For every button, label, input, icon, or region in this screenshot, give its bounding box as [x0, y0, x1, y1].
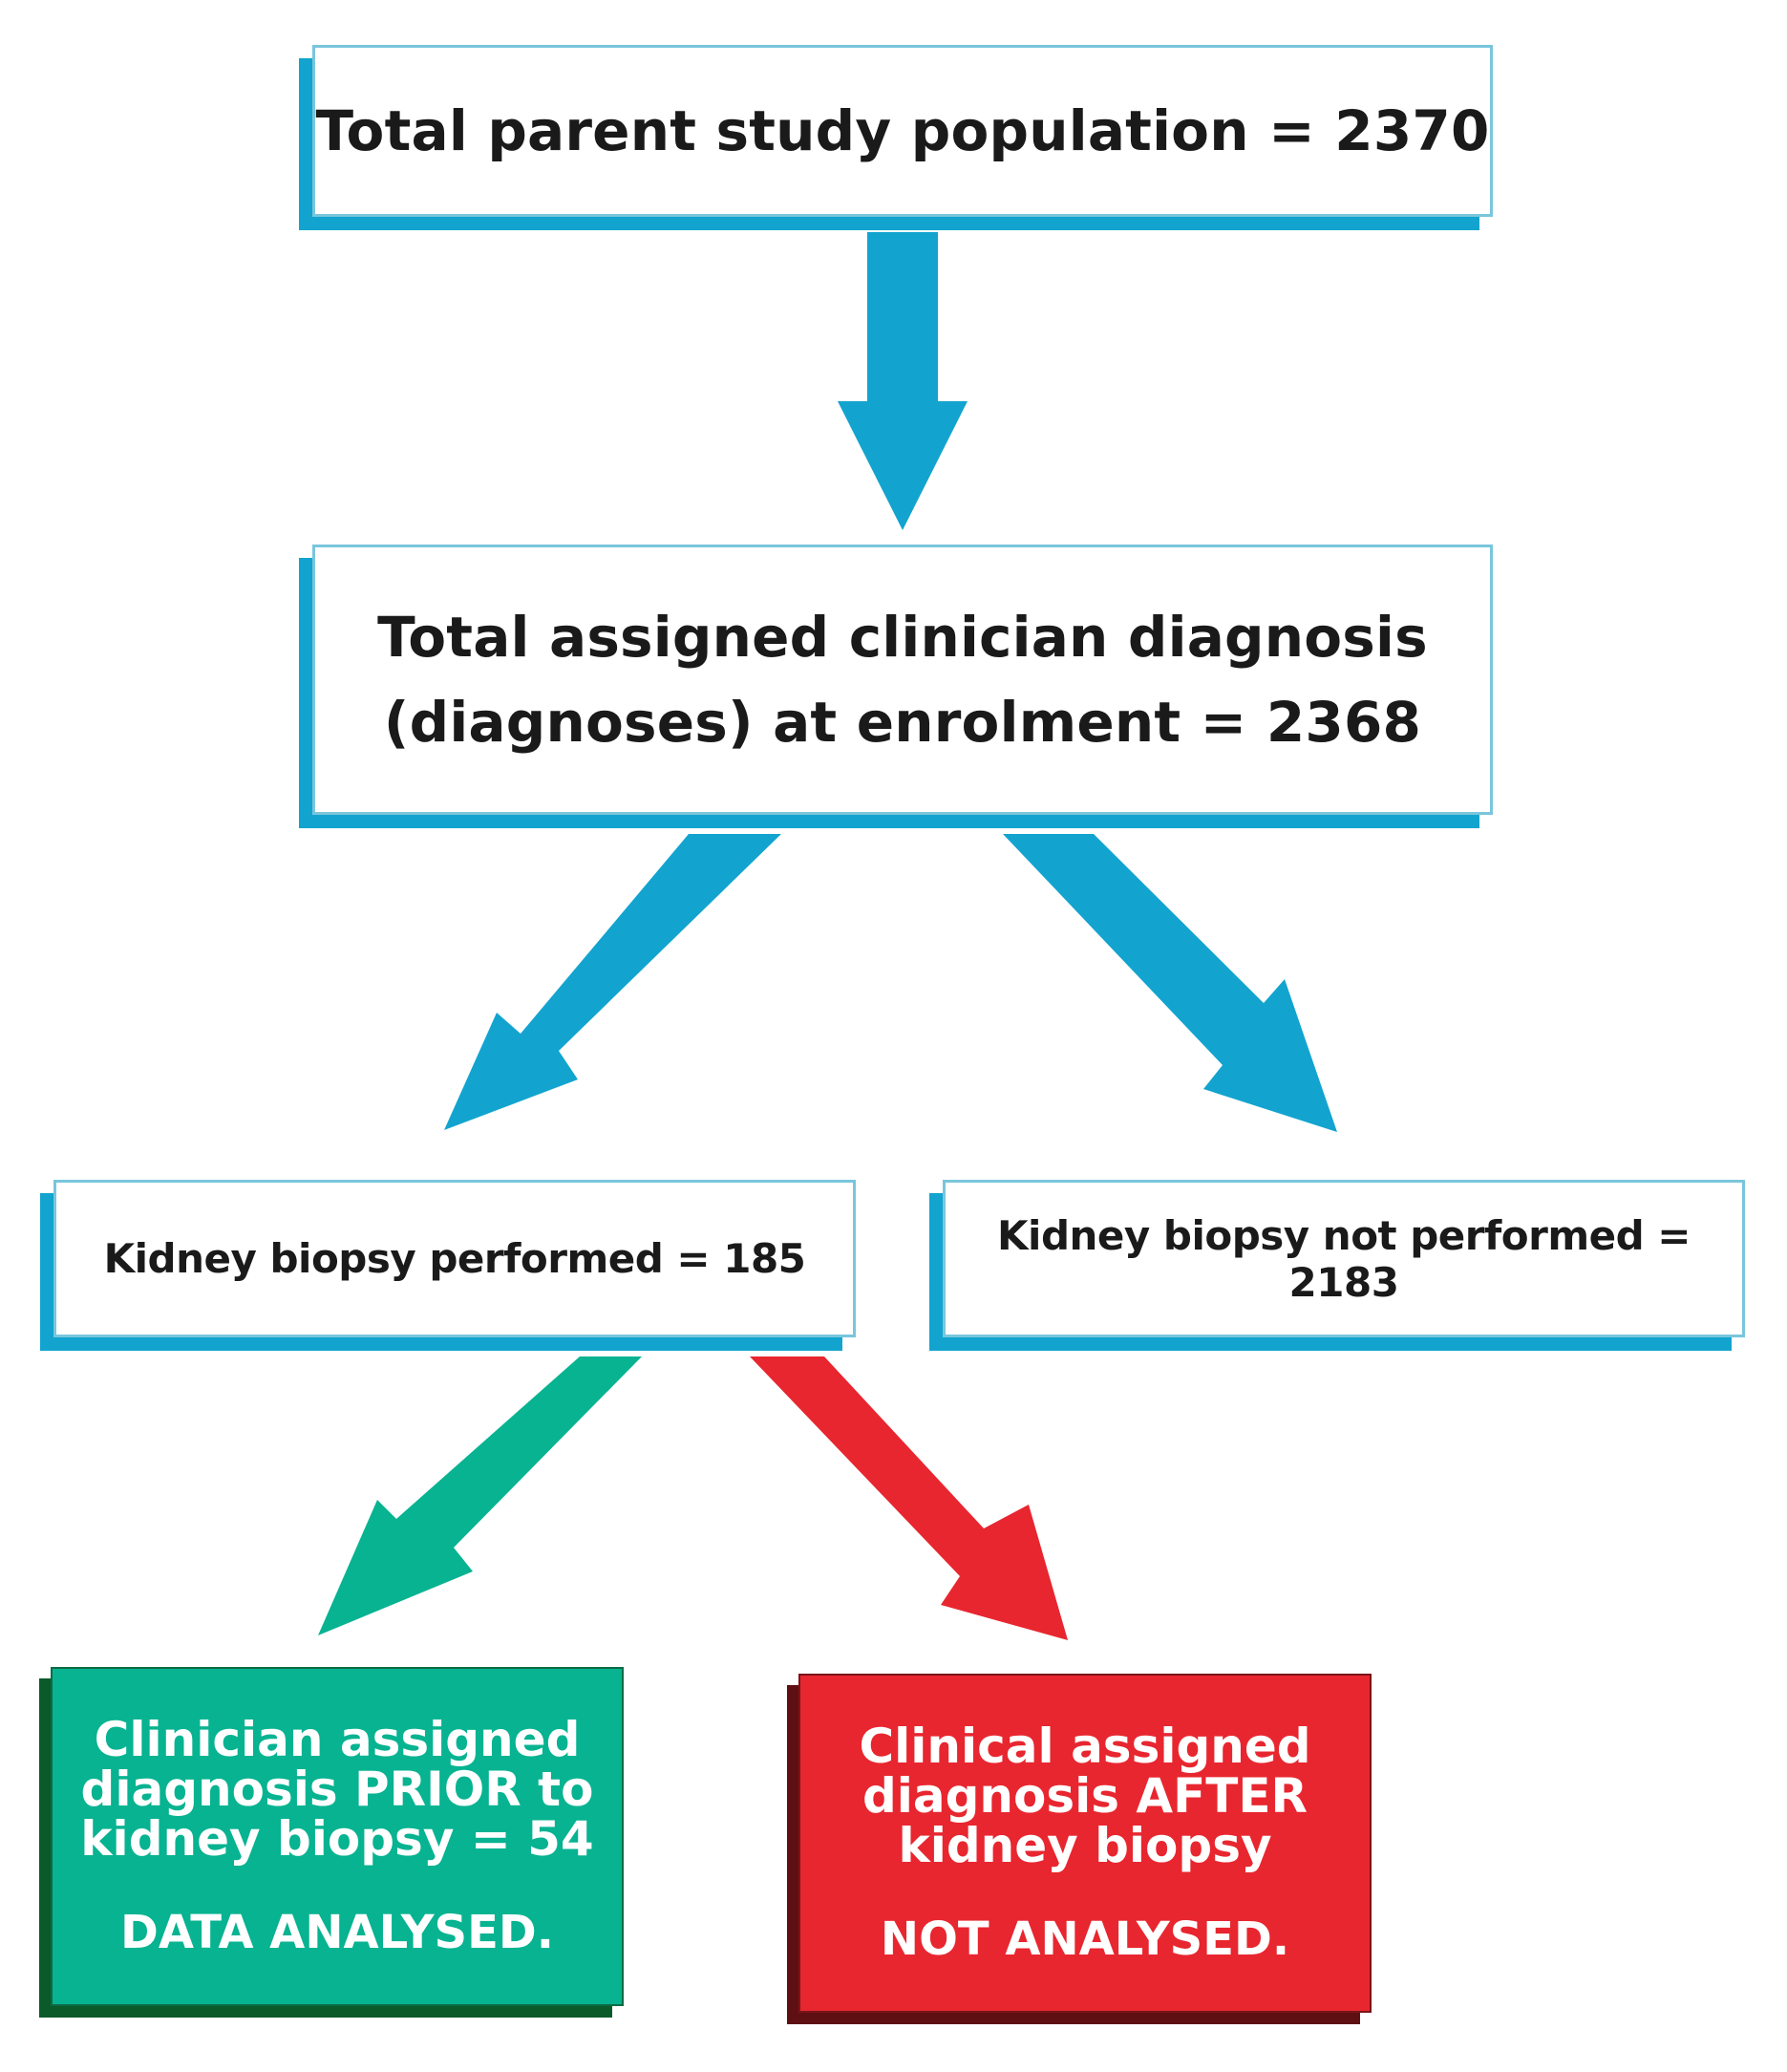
arrow-population-to-diagnosis — [838, 232, 968, 530]
node-assigned-diagnosis-line1: Total assigned clinician diagnosis — [377, 605, 1428, 671]
node-biopsy-performed-text: Kidney biopsy performed = 185 — [103, 1235, 806, 1282]
node-after-line3: kidney biopsy — [898, 1817, 1272, 1873]
node-total-population-text: Total parent study population = 2370 — [315, 97, 1490, 163]
node-after-note: NOT ANALYSED. — [880, 1912, 1290, 1966]
node-biopsy-not-performed-text: Kidney biopsy not performed = 2183 — [997, 1211, 1691, 1306]
node-after-biopsy: Clinical assigned diagnosis AFTER kidney… — [798, 1674, 1372, 2013]
node-after-line2: diagnosis AFTER — [862, 1767, 1308, 1824]
arrow-biopsy-to-after — [750, 1356, 1068, 1640]
arrow-biopsy-to-prior — [318, 1356, 642, 1635]
node-assigned-diagnosis-line2: (diagnoses) at enrolment = 2368 — [383, 689, 1422, 755]
node-prior-note: DATA ANALYSED. — [120, 1905, 554, 1959]
node-prior-line3: kidney biopsy = 54 — [80, 1810, 594, 1867]
node-after-line1: Clinical assigned — [859, 1718, 1311, 1774]
node-prior-line1: Clinician assigned — [94, 1711, 581, 1767]
node-total-population: Total parent study population = 2370 — [312, 45, 1493, 217]
node-biopsy-performed: Kidney biopsy performed = 185 — [53, 1180, 856, 1337]
node-assigned-diagnosis: Total assigned clinician diagnosis (diag… — [312, 545, 1493, 815]
arrow-diagnosis-to-biopsy-not-performed — [1003, 834, 1337, 1132]
node-prior-line2: diagnosis PRIOR to — [80, 1761, 594, 1817]
node-biopsy-not-performed: Kidney biopsy not performed = 2183 — [943, 1180, 1745, 1337]
node-prior-to-biopsy: Clinician assigned diagnosis PRIOR to ki… — [51, 1667, 624, 2006]
arrow-diagnosis-to-biopsy-performed — [444, 834, 781, 1130]
